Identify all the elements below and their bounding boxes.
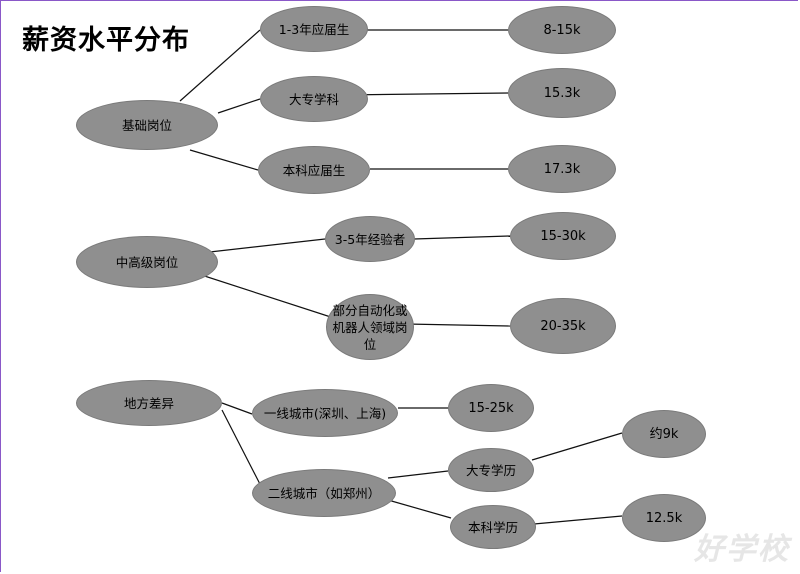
node-regional: 地方差异 [76,380,222,426]
node-salary-tier1: 15-25k [448,384,534,432]
edge [533,515,623,525]
node-automation: 部分自动化或机器人领域岗位 [326,294,414,360]
node-tier2: 二线城市（如郑州） [252,469,396,517]
edge [191,238,326,255]
node-tier1: 一线城市(深圳、上海) [252,389,398,437]
node-basic: 基础岗位 [76,100,218,150]
page-title: 薪资水平分布 [22,25,190,56]
edge [221,402,253,415]
node-salary-tier2-bachelor: 12.5k [622,494,706,542]
node-salary-tier2-junior: 约9k [622,410,706,458]
edge [405,323,511,327]
edge [387,470,449,479]
node-salary-automation: 20-35k [510,298,616,354]
edge [217,98,261,114]
edge [341,92,509,96]
node-salary-junior-college: 15.3k [508,68,616,118]
node-grad13: 1-3年应届生 [260,6,368,52]
edge [413,235,511,240]
node-tier2-bachelor: 本科学历 [450,505,536,549]
edge [531,432,623,461]
node-mid-senior: 中高级岗位 [76,236,218,288]
node-salary-grad13: 8-15k [508,6,616,54]
edge [387,499,452,519]
node-bachelor-grad: 本科应届生 [258,146,370,194]
node-salary-bachelor-grad: 17.3k [508,145,616,193]
edge [185,269,341,321]
watermark-logo: 好学校 [694,532,790,567]
node-junior-college: 大专学科 [260,76,368,122]
edge [221,409,264,491]
node-exp35: 3-5年经验者 [325,216,415,262]
edge [189,149,259,171]
node-tier2-junior: 大专学历 [448,448,534,492]
edge [179,29,261,102]
node-salary-exp35: 15-30k [510,212,616,260]
